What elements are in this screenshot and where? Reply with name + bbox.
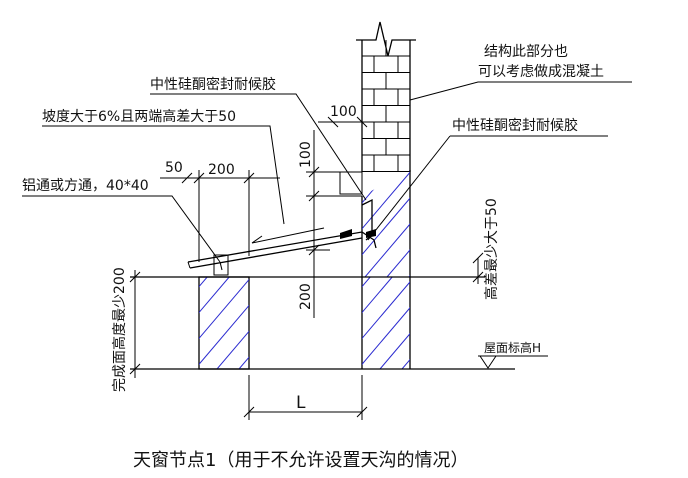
dimension-top bbox=[160, 170, 280, 262]
hatch-line bbox=[386, 170, 410, 277]
hatch-line bbox=[199, 277, 208, 288]
hatch-line bbox=[362, 170, 410, 277]
brick-wall bbox=[356, 21, 416, 172]
slope-arrow bbox=[251, 227, 325, 244]
hatch-line bbox=[379, 332, 410, 369]
hatch-line bbox=[216, 330, 249, 369]
hatch-line bbox=[362, 170, 391, 277]
dimension-height-diff bbox=[472, 252, 484, 284]
caption: 天窗节点1（用于不允许设置天沟的情况） bbox=[133, 450, 468, 471]
wall-lower bbox=[255, 170, 411, 369]
hatch-line bbox=[199, 278, 249, 340]
label-roof-elevation: 屋面标高H bbox=[484, 340, 541, 355]
hatch-line bbox=[364, 170, 410, 277]
hatch-line bbox=[255, 170, 346, 277]
hatch-line bbox=[362, 170, 410, 277]
hatch-line bbox=[362, 307, 410, 366]
hatch-line bbox=[362, 277, 393, 314]
dim-100-horizontal: 100 bbox=[330, 104, 357, 120]
dim-100-vertical: 100 bbox=[298, 141, 314, 168]
dimension-L bbox=[243, 375, 368, 420]
dim-200-vertical: 200 bbox=[298, 283, 314, 310]
note-concrete-line1: 结构此部分也 bbox=[484, 44, 568, 60]
roof-elevation-marker bbox=[478, 355, 548, 369]
label-slope: 坡度大于6%且两端高差大于50 bbox=[42, 108, 236, 125]
left-curb bbox=[198, 276, 250, 370]
note-concrete-line2: 可以考虑做成混凝土 bbox=[478, 64, 604, 80]
label-aluminum: 铝通或方通，40*40 bbox=[22, 178, 149, 194]
hatch-line bbox=[401, 358, 410, 369]
hatch-line bbox=[199, 277, 230, 314]
right-curb bbox=[362, 277, 410, 369]
dimension-100-horizontal bbox=[318, 116, 372, 128]
label-finish-height: 完成面高度最少200 bbox=[111, 267, 128, 392]
glass-panel bbox=[187, 171, 377, 276]
label-sealant-right: 中性硅酮密封耐候胶 bbox=[452, 117, 578, 134]
dimension-finish-height bbox=[129, 270, 141, 378]
dim-L: L bbox=[296, 393, 306, 413]
label-height-diff: 高差最少大于50 bbox=[483, 198, 500, 300]
label-sealant-top: 中性硅酮密封耐候胶 bbox=[150, 76, 276, 93]
hatch-line bbox=[362, 170, 369, 277]
dimension-vertical bbox=[306, 130, 362, 318]
leaders bbox=[22, 81, 632, 271]
hatch-line bbox=[362, 281, 410, 340]
dim-200-top: 200 bbox=[208, 162, 235, 178]
hatch-line bbox=[199, 304, 249, 366]
dim-50: 50 bbox=[165, 160, 183, 176]
